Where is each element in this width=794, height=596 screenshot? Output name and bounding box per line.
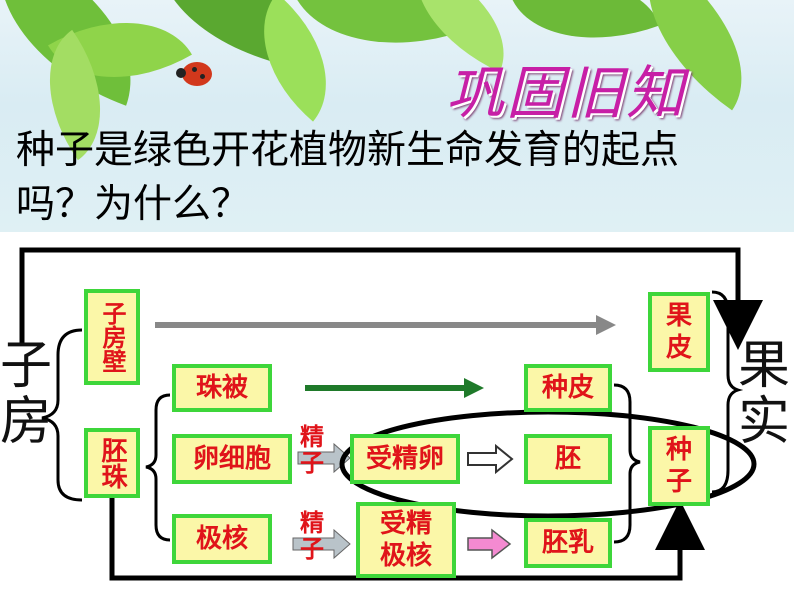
endosperm-box: 胚乳 [524,518,612,568]
green-arrow-head [464,378,484,398]
seed-coat-box: 种皮 [524,364,612,412]
sperm-label-1: 精子 [300,422,324,477]
sperm-label-2: 精子 [300,508,324,563]
top-loop-line [19,247,763,350]
hollow-arrow [467,443,514,475]
ovary-brace [41,328,83,502]
ladybug-icon [176,62,212,86]
fruit-label: 果实 [738,336,791,452]
fertilized-polar-box: 受精极核 [356,502,456,578]
question-line-1: 种子是绿色开花植物新生命发育的起点 [16,128,680,173]
gray-arrow-head [596,315,616,335]
polar-nuclei-box: 极核 [172,514,272,564]
seed-box: 种子 [648,426,710,506]
embryo-box: 胚 [524,434,612,484]
pink-arrow [467,528,512,560]
ovule-brace [145,393,171,542]
integument-box: 珠被 [172,364,272,412]
ovule-box: 胚珠 [84,428,140,498]
egg-cell-box: 卵细胞 [172,434,292,484]
seed-brace [613,383,641,544]
zygote-box: 受精卵 [350,434,460,484]
leaf-banner: 巩固旧知 种子是绿色开花植物新生命发育的起点 吗？为什么？ [0,0,794,232]
fruit-brace [711,290,744,494]
sperm-arrow-2 [292,528,351,560]
bottom-loop-line [109,480,705,581]
highlight-ellipse [339,409,757,519]
pericarp-box: 果皮 [648,292,710,372]
page-title: 巩固旧知 [446,59,687,127]
question-line-2: 吗？为什么？ [16,182,251,227]
ovary-label: 子房 [0,336,53,452]
question-text: 种子是绿色开花植物新生命发育的起点 吗？为什么？ [16,124,794,232]
ovary-wall-box: 子房壁 [84,289,140,385]
